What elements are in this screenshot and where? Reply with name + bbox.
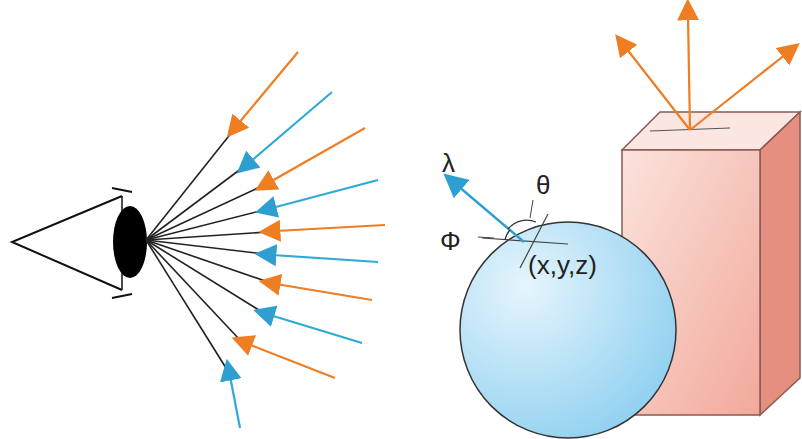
coordinate-label: (x,y,z) xyxy=(528,252,597,278)
reflected-rays xyxy=(626,16,786,131)
angle-label: Φ xyxy=(440,228,461,254)
light-rays xyxy=(146,52,385,428)
sphere xyxy=(458,186,676,438)
angle-label: θ xyxy=(536,172,550,198)
eye xyxy=(12,188,147,298)
ray-direction-label: λ xyxy=(442,150,455,176)
